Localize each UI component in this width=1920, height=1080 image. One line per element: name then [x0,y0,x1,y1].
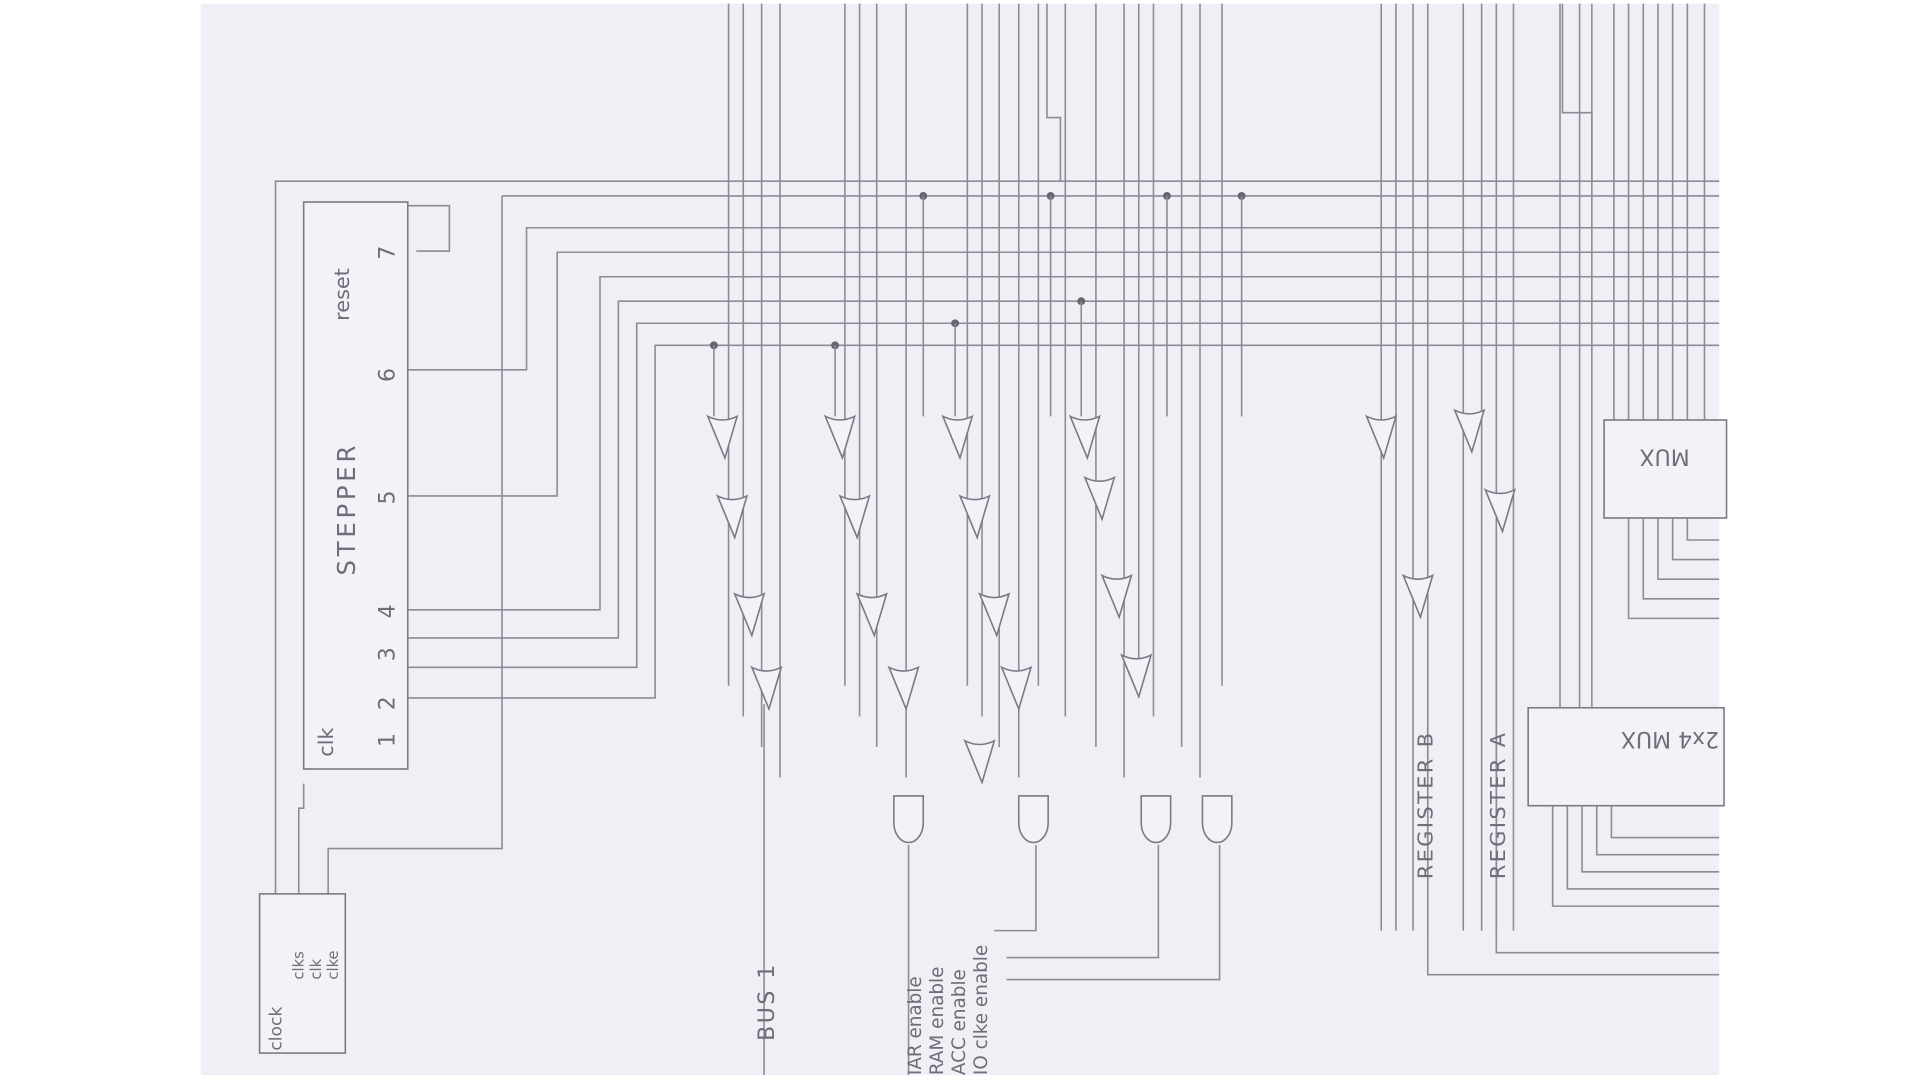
stepper-title: STEPPER [332,442,361,576]
mux-2x4-box [1527,706,1725,807]
ram-wire [994,844,1037,932]
enabler-buffer [1364,414,1398,461]
enabler-buffer [1000,665,1033,712]
enabler-buffer [887,665,920,712]
and-gate [1140,795,1172,844]
mux-out-wire [1595,805,1720,856]
enabler-buffer [978,592,1011,638]
mux-out-wire [1610,805,1720,839]
step-wire [407,226,1720,371]
enabler-buffer [1401,573,1434,620]
bus-label: BUS 1 [755,962,780,1040]
acc-wire [1006,844,1160,959]
enabler-buffer [1453,408,1486,455]
stepper-output-5: 5 [375,490,400,504]
mux-out-wire [1581,805,1720,873]
enabler-buffer [733,592,766,638]
clock-output-clke: clke [325,950,342,979]
bus-wire [1046,3,1062,182]
stepper-output-7: 7 [375,246,400,260]
mux-out-wire [1566,805,1720,890]
enabler-buffer [941,414,974,461]
stepper-output-2: 2 [375,696,400,710]
mux-out-wire [1551,805,1720,907]
mux-box [1603,419,1728,519]
clock-bus-wire [274,180,1720,894]
mux-label: MUX [1640,443,1690,468]
clock-output-clk: clk [308,958,325,979]
junction-dot [831,341,840,350]
enabler-buffer [1083,475,1116,522]
enabler-buffer [838,494,871,540]
enable-label-iar: IAR enable [905,976,926,1075]
mux-out-wire [1657,517,1720,580]
clke-wire [297,783,305,894]
stepper-output-3: 3 [375,647,400,661]
step-wire [407,344,1720,699]
and-gate [1017,795,1049,844]
enabler-buffer [823,414,856,461]
components: STEPPER reset clk 1 2 3 4 5 6 7 clock cl… [258,201,1728,1075]
stepper-output-6: 6 [375,368,400,382]
mux-out-wire [1642,517,1720,600]
enable-label-acc: ACC enable [949,969,970,1075]
stepper-output-4: 4 [375,604,400,618]
enabler-buffer [750,665,783,712]
clock-output-clks: clks [291,951,308,979]
register-b-label: REGISTER B [1414,730,1438,879]
paper [200,3,1720,1076]
step-wire [407,300,1720,639]
register-b-wire [1426,618,1720,976]
clock-title: clock [267,1007,287,1051]
mux-out-wire [1671,517,1720,561]
enable-label-io: IO clke enable [971,945,992,1075]
stepper-output-1: 1 [375,733,400,747]
clock-box [258,893,347,1054]
enabler-buffer [1120,653,1153,700]
enabler-buffer [1068,414,1101,461]
register-a-label: REGISTER A [1486,731,1510,880]
enabler-buffer [1483,488,1516,534]
mux-out-wire [1686,517,1720,541]
stepper-reset-label: reset [330,268,354,321]
wires [274,3,1720,1076]
enabler-buffer [716,494,749,540]
step-wire [407,322,1720,669]
clk-wire [327,195,503,894]
register-a-wire [1495,532,1720,954]
mux-out-wire [1627,517,1720,620]
mux-2x4-label: 2x4 MUX [1621,726,1719,751]
enabler-buffer [963,739,996,785]
enabler-buffer [706,414,739,461]
bus-wire [1561,3,1593,182]
stepper-box [302,201,409,770]
enabler-buffer [1100,573,1133,620]
enabler-buffer [958,494,991,540]
enable-label-ram: RAM enable [927,967,948,1075]
enabler-buffer [855,592,888,638]
junction-dot [709,341,718,350]
stepper-clk-label: clk [314,727,338,756]
io-wire [1006,844,1221,981]
and-gate [1201,795,1233,844]
and-gate [893,795,925,844]
step-wire [407,275,1720,611]
